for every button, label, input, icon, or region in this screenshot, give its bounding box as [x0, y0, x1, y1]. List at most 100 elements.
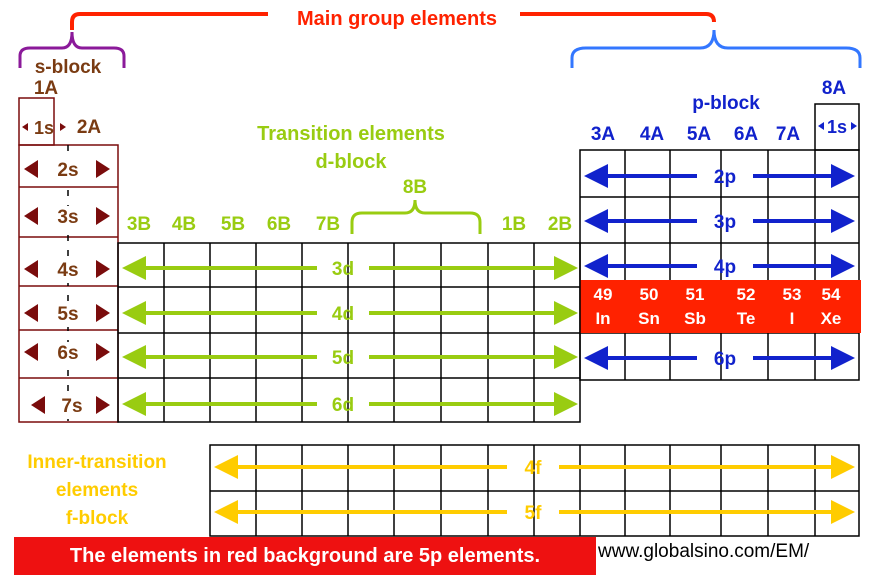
p-row-4p: 4p: [584, 254, 855, 278]
element-in-number: 49: [594, 285, 613, 304]
element-sn-number: 50: [640, 285, 659, 304]
s-row-3s: 3s: [24, 206, 110, 230]
source-url: www.globalsino.com/EM/: [598, 541, 810, 562]
p-group-7a-label: 7A: [776, 124, 801, 145]
s-row-4s-label-bg: [46, 259, 90, 283]
element-sn-symbol: Sn: [638, 309, 660, 328]
d-block-title-line2: d-block: [315, 151, 387, 173]
s-row-5s: 5s: [24, 303, 110, 327]
d-row-5d-label: 5d: [332, 348, 354, 369]
p-row-3p-label: 3p: [714, 212, 736, 233]
d-group-7b-label: 7B: [316, 214, 340, 235]
s-row-5s-label: 5s: [57, 304, 78, 325]
f-rows: 4f 5f: [214, 455, 855, 524]
element-i-symbol: I: [790, 309, 795, 328]
s-row-3s-arrow-right: [96, 207, 110, 225]
d-group-3b-label: 3B: [127, 214, 151, 235]
s-row-7s-arrow-left: [31, 396, 45, 414]
d-rows: 3d 4d 5d 6d: [122, 256, 578, 416]
group-2a-label: 2A: [77, 117, 102, 138]
s-row-7s: 7s: [31, 395, 110, 419]
d-group-2b-label: 2B: [548, 214, 572, 235]
p-group-4a-label: 4A: [640, 124, 665, 145]
s-row-6s: 6s: [24, 342, 110, 366]
group-1a-label: 1A: [34, 78, 59, 99]
p-group-5a-label: 5A: [687, 124, 712, 145]
f-row-5f-label: 5f: [525, 503, 543, 524]
f-row-4f-label: 4f: [525, 458, 543, 479]
p-group-labels: 3A 4A 5A 6A 7A: [591, 124, 801, 145]
f-row-5f: 5f: [214, 500, 855, 524]
group-8a-label: 8A: [822, 78, 847, 99]
group-8b-label: 8B: [403, 177, 427, 198]
p-block-brace: [570, 29, 862, 68]
p-row-1s-label: 1s: [827, 117, 847, 137]
d-block-grid: [117, 242, 581, 423]
s-row-6s-arrow-right: [96, 343, 110, 361]
d-group-6b-label: 6B: [267, 214, 291, 235]
s-row-2s-label: 2s: [57, 160, 78, 181]
d-row-4d: 4d: [122, 301, 578, 325]
d-row-3d: 3d: [122, 256, 578, 280]
s-row-7s-arrow-right: [96, 396, 110, 414]
p-group-6a-label: 6A: [734, 124, 759, 145]
s-row-6s-label: 6s: [57, 343, 78, 364]
p-rows: 2p 3p 4p 6p: [584, 164, 855, 370]
f-block-title-line3: f-block: [66, 508, 129, 529]
p-row-4p-label: 4p: [714, 257, 736, 278]
f-block-title-line2: elements: [56, 480, 138, 501]
d-row-4d-label: 4d: [332, 304, 354, 325]
main-group-brace: [70, 12, 716, 30]
s-block-brace: [18, 31, 126, 68]
s-row-4s-arrow-left: [24, 260, 38, 278]
main-group-label: Main group elements: [297, 8, 497, 30]
s-row-5s-label-bg: [46, 303, 90, 327]
s-row-4s: 4s: [24, 259, 110, 283]
s-block-label: s-block: [35, 57, 102, 78]
p-1s-cell: 1s: [814, 103, 860, 151]
p-row-2p: 2p: [584, 164, 855, 188]
element-te-number: 52: [737, 285, 756, 304]
p-row-2p-label: 2p: [714, 167, 736, 188]
element-i-number: 53: [783, 285, 802, 304]
d-row-5d: 5d: [122, 345, 578, 369]
f-block-title-line1: Inner-transition: [27, 452, 166, 473]
element-xe-number: 54: [822, 285, 841, 304]
element-i: 53I: [783, 285, 802, 328]
group-8b-brace: [350, 199, 482, 234]
f-block-grid: [209, 444, 860, 537]
s-row-2s-label-bg: [46, 159, 90, 183]
element-te-symbol: Te: [737, 309, 756, 328]
s-row-1s: 1s: [22, 118, 66, 138]
s-row-5s-arrow-left: [24, 304, 38, 322]
s-row-4s-label: 4s: [57, 260, 78, 281]
d-row-3d-label: 3d: [332, 259, 354, 280]
s-row-1s-label: 1s: [34, 118, 54, 138]
d-group-4b-label: 4B: [172, 214, 196, 235]
s-row-3s-label-bg: [46, 206, 90, 230]
d-row-6d: 6d: [122, 392, 578, 416]
s-row-6s-arrow-left: [24, 343, 38, 361]
p-5p-highlight-band: [580, 280, 861, 333]
element-xe-symbol: Xe: [821, 309, 842, 328]
p-group-3a-label: 3A: [591, 124, 616, 145]
s-row-7s-label: 7s: [61, 396, 82, 417]
p-row-3p: 3p: [584, 209, 855, 233]
s-row-7s-label-bg: [50, 395, 94, 419]
s-row-2s-arrow-left: [24, 160, 38, 178]
s-rows: 2s 3s 4s 5s 6s 7s: [24, 159, 110, 419]
p-row-6p-label: 6p: [714, 349, 736, 370]
s-row-4s-arrow-right: [96, 260, 110, 278]
d-group-5b-label: 5B: [221, 214, 245, 235]
f-row-4f: 4f: [214, 455, 855, 479]
s-block-grid: [18, 97, 119, 423]
element-in-symbol: In: [595, 309, 610, 328]
s-row-2s-arrow-right: [96, 160, 110, 178]
